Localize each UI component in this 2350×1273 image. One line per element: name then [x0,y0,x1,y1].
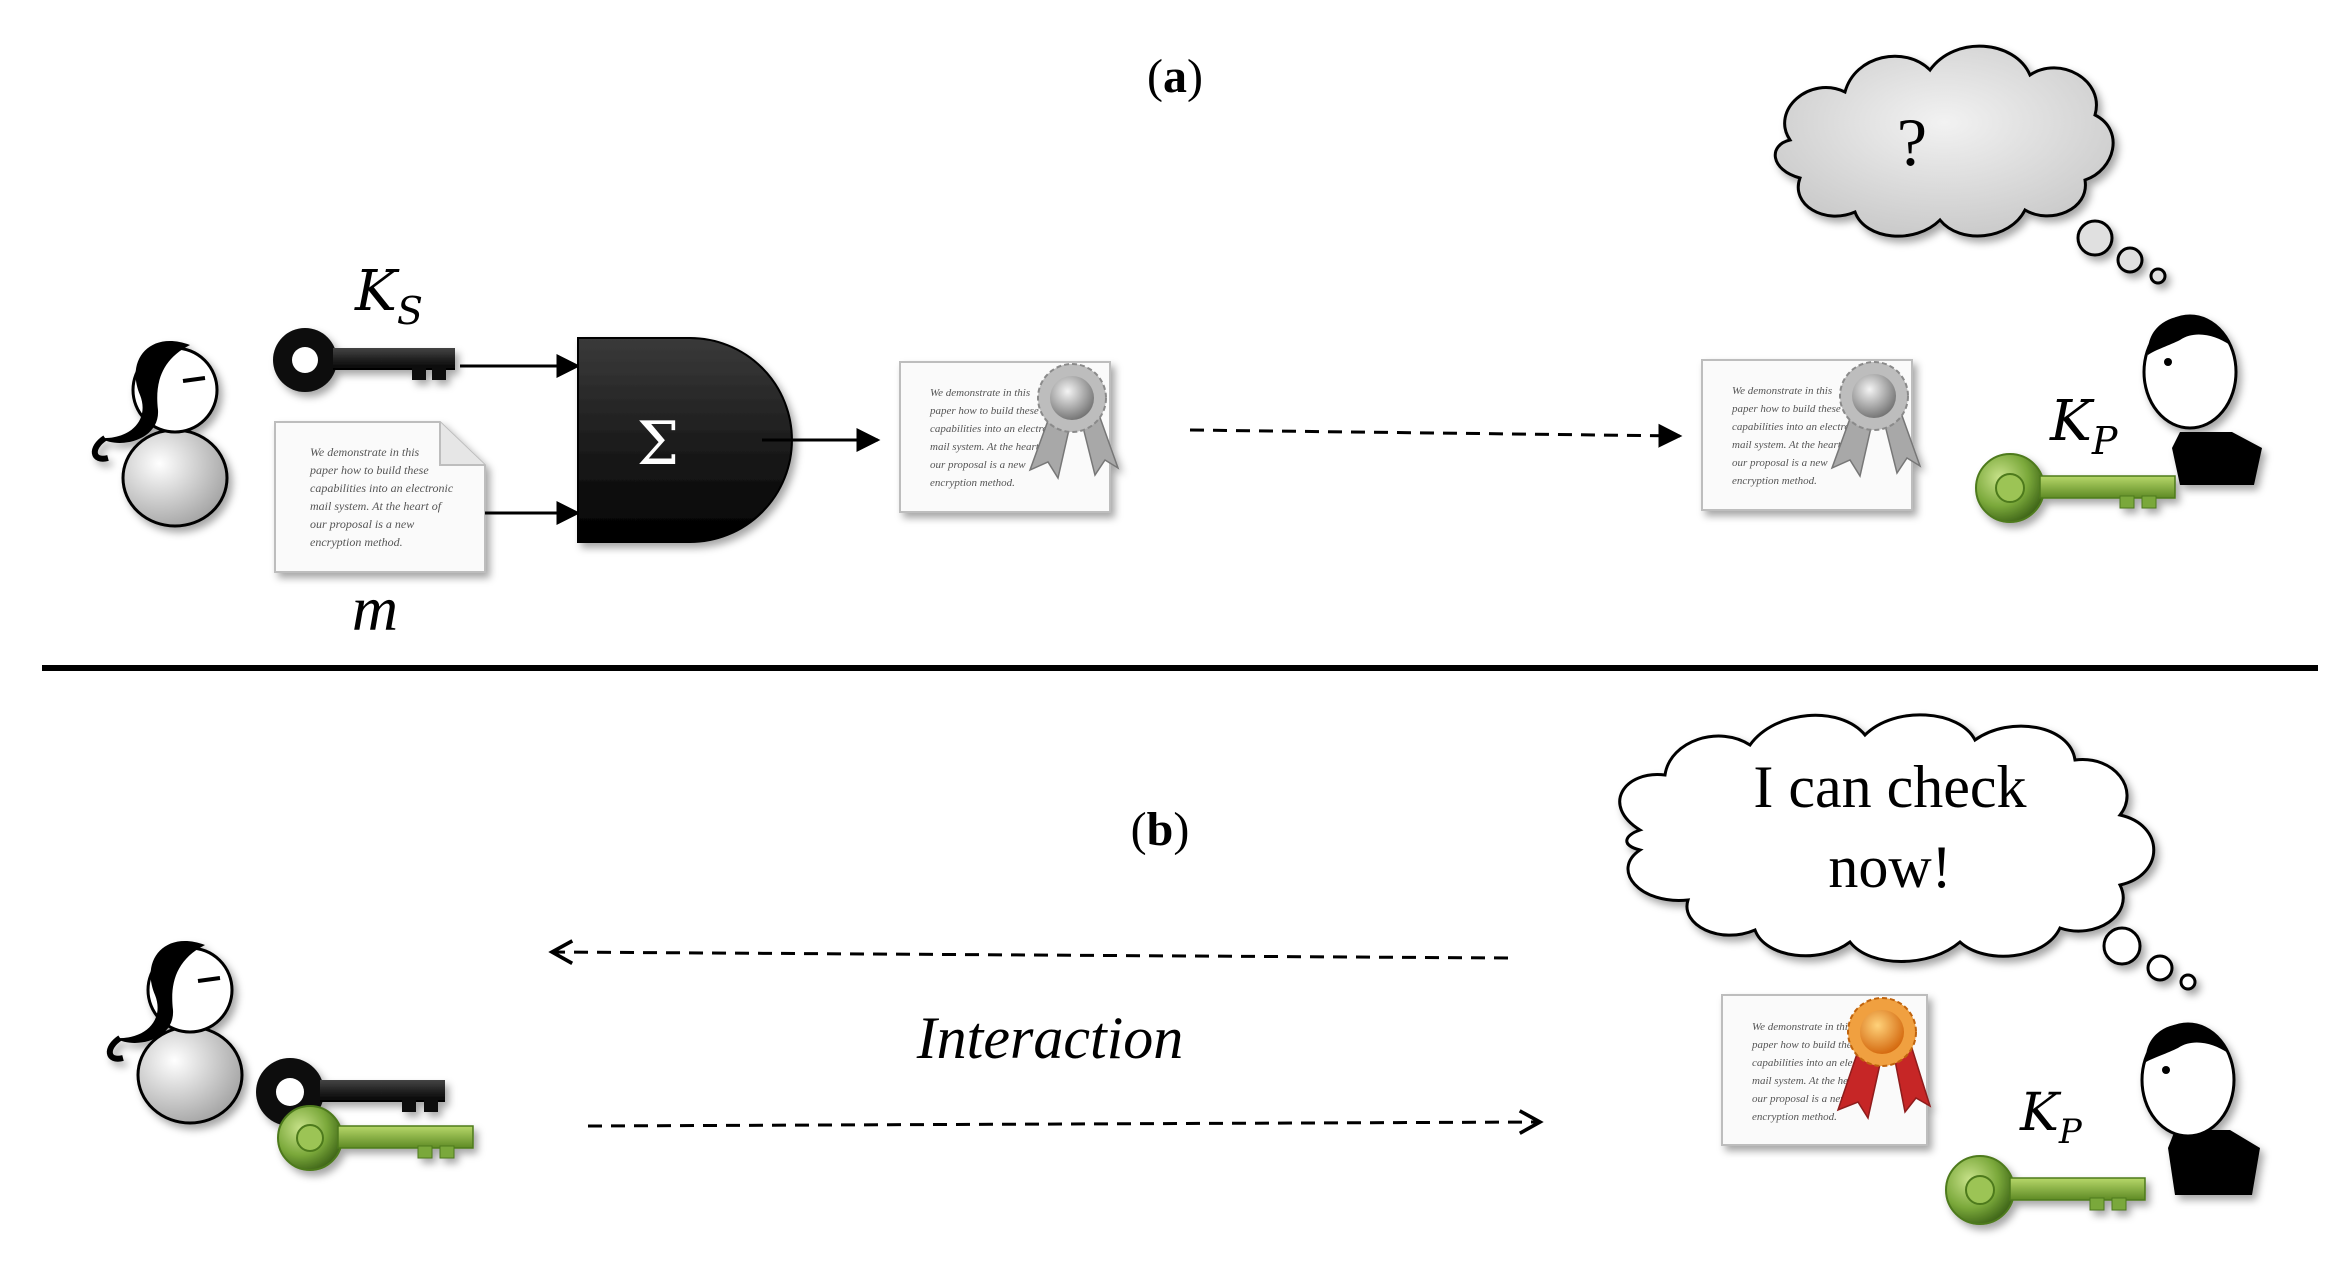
interaction-arrow-right [587,1109,1544,1135]
doc-line-5: our proposal is a new [930,459,1026,471]
public-key-label-a: KP [2049,389,2119,463]
public-key-icon [277,1105,474,1171]
thought-line-1: I can check [1753,754,2026,820]
interaction-label: Interaction [916,1005,1184,1071]
doc-line-2: paper how to build these [1731,403,1841,415]
doc-line-3: capabilities into an electronic [1732,421,1863,433]
doc-line-1: We demonstrate in this [930,387,1030,399]
interaction-arrow-left [548,939,1509,965]
public-key-icon [1975,453,2176,523]
alice-figure [106,941,244,1125]
thought-line-2: now! [1828,834,1951,900]
verified-document: We demonstrate in this paper how to buil… [1721,994,1932,1146]
doc-line-1: We demonstrate in this [310,445,420,459]
panel-b: (b) Interaction [106,713,2260,1225]
alice-figure [91,341,229,528]
transmit-arrow [1189,423,1683,448]
signed-document-sent: We demonstrate in this paper how to buil… [899,361,1120,513]
doc-line-4: mail system. At the heart of [1752,1075,1874,1087]
bob-figure [2142,314,2262,485]
panel-a: (a) KS We demonstrate in this paper how … [91,44,2262,644]
public-key-label-b: KP [2019,1083,2083,1152]
secret-key-label: KS [354,259,423,333]
gold-seal-icon [1847,997,1917,1067]
doc-line-6: encryption method. [1732,475,1817,487]
doc-line-4: mail system. At the heart of [1732,439,1854,451]
doc-line-3: capabilities into an electronic [310,481,454,495]
question-mark: ? [1897,104,1927,180]
doc-line-2: paper how to build these [309,463,429,477]
silver-seal-icon [1037,363,1107,433]
message-label: m [352,573,398,644]
doc-line-5: our proposal is a new [1732,457,1828,469]
doc-line-3: capabilities into an electronic [930,423,1061,435]
doc-line-1: We demonstrate in this [1752,1021,1852,1033]
doc-line-4: mail system. At the heart of [310,499,443,513]
doc-line-1: We demonstrate in this [1732,385,1832,397]
public-key-icon [1945,1155,2146,1225]
check-thought-cloud [1618,713,2197,991]
bob-figure [2140,1022,2260,1195]
silver-seal-icon [1839,361,1909,431]
question-thought-cloud [1773,44,2167,285]
doc-line-2: paper how to build these [929,405,1039,417]
message-document: We demonstrate in this paper how to buil… [274,421,486,573]
doc-line-4: mail system. At the heart of [930,441,1052,453]
secret-key-icon [256,1058,445,1126]
panel-a-label: (a) [1147,50,1203,103]
sign-gate [577,337,793,543]
doc-line-5: our proposal is a new [310,517,414,531]
doc-line-2: paper how to build these [1751,1039,1861,1051]
sign-operator-label: Σ [637,409,679,479]
doc-line-6: encryption method. [310,535,403,549]
doc-line-5: our proposal is a new [1752,1093,1848,1105]
secret-key-icon [273,328,455,392]
panel-b-label: (b) [1131,803,1190,856]
doc-line-6: encryption method. [930,477,1015,489]
doc-line-6: encryption method. [1752,1111,1837,1123]
signed-document-received: We demonstrate in this paper how to buil… [1701,359,1922,511]
doc-line-3: capabilities into an electronic [1752,1057,1883,1069]
